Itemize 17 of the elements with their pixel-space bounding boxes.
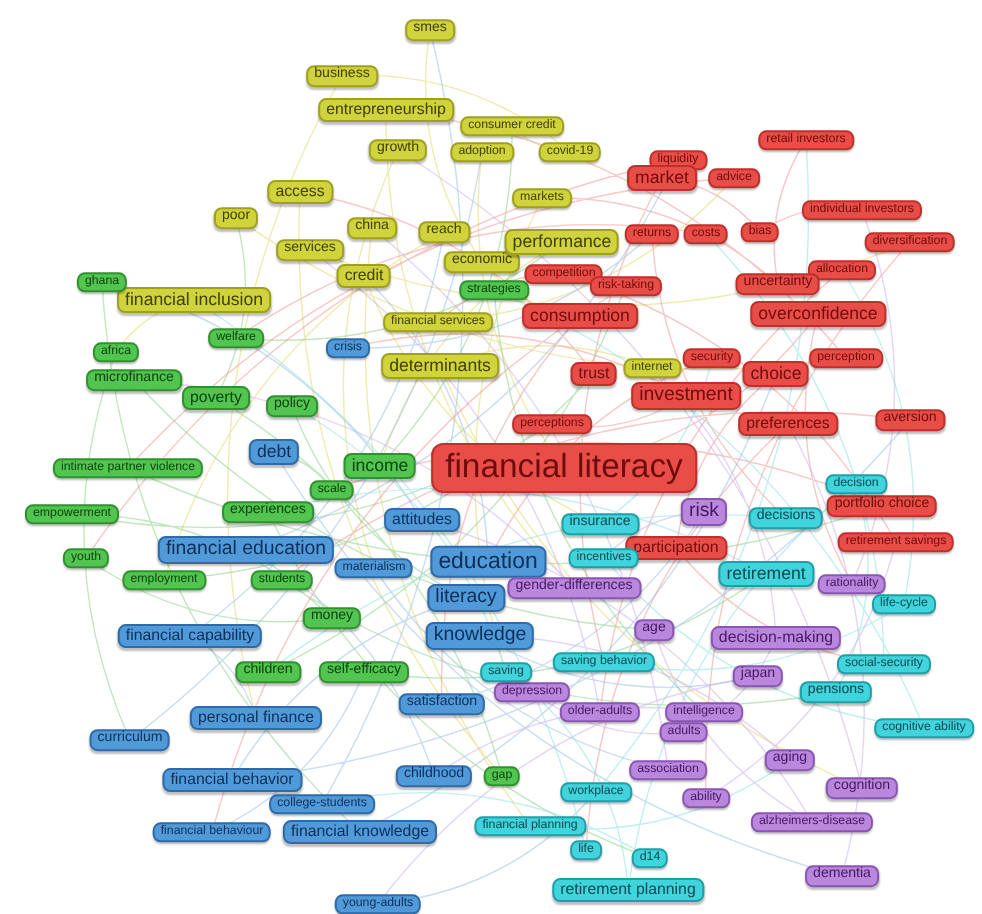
keyword-label: financial inclusion (117, 287, 271, 313)
keyword-label: debt (248, 439, 300, 465)
keyword-label: overconfidence (750, 301, 886, 327)
keyword-label: performance (504, 229, 620, 255)
keyword-label: education (430, 545, 546, 579)
keyword-label: investment (631, 381, 741, 411)
keyword-label: market (627, 165, 697, 191)
keyword-label: income (343, 453, 417, 479)
keyword-label: retirement (718, 561, 814, 587)
keyword-label: knowledge (425, 621, 535, 651)
keyword-label: risk (680, 497, 728, 527)
keyword-label: literacy (427, 583, 505, 613)
keyword-label: financial literacy (431, 443, 697, 493)
keyword-label: consumption (522, 303, 638, 329)
keyword-label: choice (742, 361, 810, 387)
keyword-label: determinants (381, 353, 499, 379)
keyword-label: financial education (157, 535, 335, 565)
